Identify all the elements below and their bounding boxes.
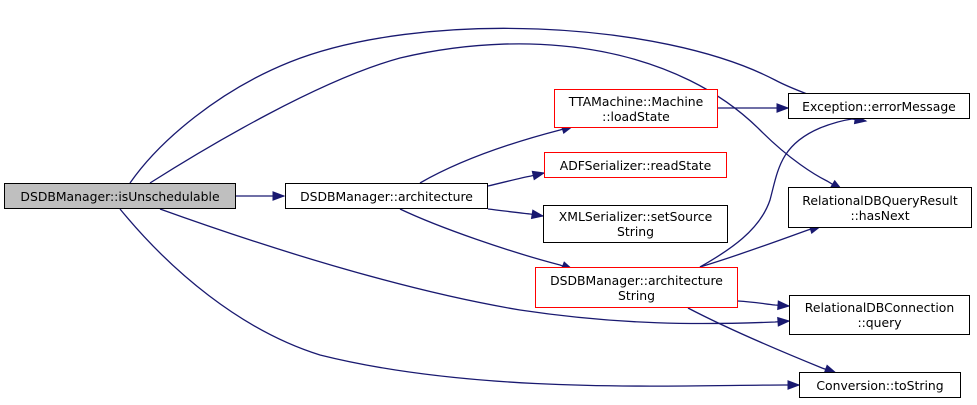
node-exception-errormessage[interactable]: Exception::errorMessage (788, 93, 970, 119)
node-relationaldbqueryresult-hasnext[interactable]: RelationalDBQueryResult ::hasNext (788, 187, 972, 228)
edge-root-to-query (159, 208, 790, 325)
node-relationaldbconnection-query[interactable]: RelationalDBConnection ::query (789, 295, 970, 335)
node-label-line2: String (618, 287, 655, 303)
edge-arrowhead-loadstate-to-errormessage (776, 103, 790, 113)
edge-architecture-to-readstate (487, 172, 545, 187)
edge-architecture-to-setsource (487, 208, 544, 217)
node-label: DSDBManager::architecture (300, 188, 473, 204)
edge-archstring-to-query (737, 300, 790, 307)
edge-arrowhead-archstring-to-query (777, 300, 791, 311)
node-architecture[interactable]: DSDBManager::architecture (285, 183, 488, 209)
edge-architecture-to-archstring (399, 208, 574, 271)
edge-arrowhead-architecture-to-readstate (531, 170, 546, 181)
node-conversion-tostring[interactable]: Conversion::toString (799, 372, 961, 398)
edge-root-to-errormessage (129, 27, 833, 184)
node-label-line2: String (617, 224, 654, 239)
node-machine-loadstate[interactable]: TTAMachine::Machine ::loadState (554, 89, 718, 128)
edge-arrowhead-root-to-query (777, 316, 791, 327)
edge-arrowhead-root-to-architecture (272, 191, 286, 201)
edge-root-to-hasnext (149, 43, 843, 191)
node-label-line1: DSDBManager::architecture (550, 272, 723, 288)
node-label-line1: XMLSerializer::setSource (558, 209, 713, 224)
node-label-line1: RelationalDBQueryResult (802, 192, 958, 208)
node-label-line1: TTAMachine::Machine (568, 93, 704, 109)
node-label-line1: RelationalDBConnection (804, 300, 955, 315)
edge-archstring-to-errormessage (699, 118, 867, 268)
node-label: Exception::errorMessage (802, 98, 956, 114)
edge-archstring-to-hasnext (699, 225, 822, 268)
edge-architecture-to-loadstate (419, 125, 574, 184)
node-xmlserializer-setsourcestring[interactable]: XMLSerializer::setSource String (543, 205, 728, 243)
node-label: Conversion::toString (816, 377, 944, 393)
edge-arrowhead-root-to-tostring (787, 380, 801, 390)
edge-root-to-tostring (119, 208, 799, 387)
node-label-line2: ::query (857, 315, 902, 330)
edge-arrowhead-architecture-to-setsource (530, 209, 545, 220)
node-adfserializer-readstate[interactable]: ADFSerializer::readState (544, 152, 727, 178)
node-label: DSDBManager::isUnschedulable (20, 188, 220, 204)
node-isunschedulable: DSDBManager::isUnschedulable (4, 183, 236, 209)
node-architecturestring[interactable]: DSDBManager::architecture String (535, 267, 738, 308)
node-label-line2: ::loadState (602, 108, 670, 124)
edge-archstring-to-tostring (687, 307, 837, 374)
node-label-line2: ::hasNext (850, 207, 910, 223)
node-label: ADFSerializer::readState (559, 157, 712, 173)
